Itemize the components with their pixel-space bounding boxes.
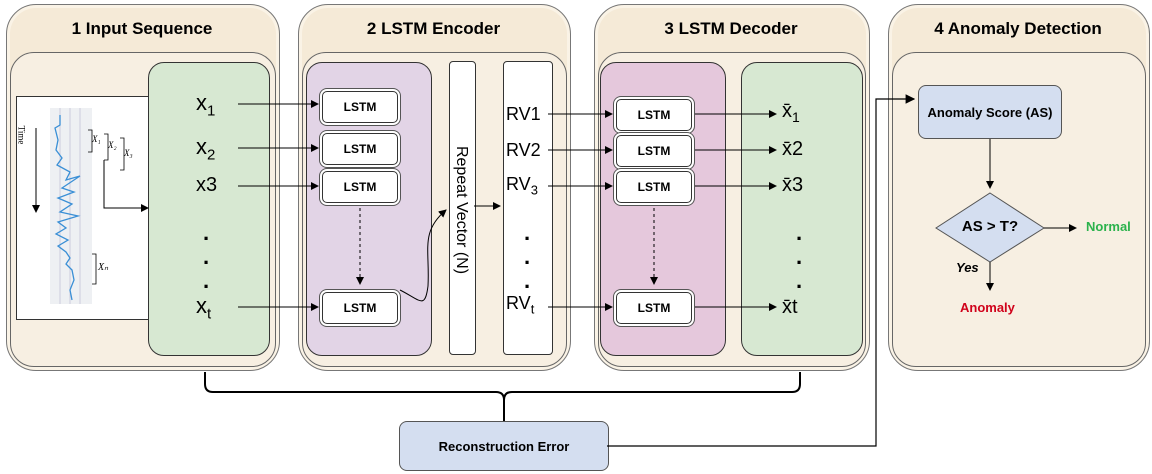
normal-label: Normal	[1086, 219, 1131, 234]
decoder-lstm-cell-t: LSTM	[616, 292, 692, 324]
output-x1-label: x̄1	[782, 100, 800, 125]
encoder-lstm-cell-2: LSTM	[322, 133, 398, 165]
anomaly-label: Anomaly	[960, 300, 1015, 315]
rv3-label: RV3	[506, 174, 538, 198]
decoder-lstm-cell-2: LSTM	[616, 135, 692, 167]
time-series-plot	[32, 108, 149, 304]
output-x1-sub: 1	[792, 109, 800, 125]
output-ellipsis-dot-2: .	[796, 244, 803, 269]
rv2-label: RV2	[506, 140, 541, 160]
rv-ellipsis-dot-3: .	[524, 268, 531, 293]
input-x1-label: x1	[196, 90, 215, 119]
input-x2-sub: 2	[207, 146, 216, 164]
output-ellipsis-dot-1: .	[796, 220, 803, 245]
lstm-decoder-title: 3 LSTM Decoder	[664, 19, 798, 38]
output-x3-label: x̄3	[782, 174, 804, 196]
rvt-label: RVt	[506, 293, 534, 317]
anomaly-detection-title: 4 Anomaly Detection	[934, 19, 1102, 38]
output-column	[741, 62, 863, 356]
input-ellipsis-dot-2: .	[203, 244, 210, 269]
input-xt-label: xt	[196, 293, 211, 322]
repeat-vector-output-column	[503, 61, 553, 355]
input-x1-sub: 1	[207, 102, 216, 120]
rv-ellipsis-dot-1: .	[524, 220, 531, 245]
input-x2-base: x	[196, 134, 207, 159]
output-ellipsis-dot-3: .	[796, 268, 803, 293]
rv-ellipsis-dot-2: .	[524, 244, 531, 269]
encoder-lstm-cell-1: LSTM	[322, 91, 398, 123]
reconstruction-error-box: Reconstruction Error	[399, 421, 609, 471]
output-x1-base: x̄	[782, 100, 792, 122]
lstm-encoder-title: 2 LSTM Encoder	[366, 19, 501, 38]
input-sequence-title: 1 Input Sequence	[71, 19, 213, 38]
rvt-sub: t	[530, 301, 535, 317]
inset-x2-label: X₂	[108, 140, 117, 150]
decision-label: AS > T?	[961, 218, 1019, 235]
decoder-lstm-cell-3: LSTM	[616, 171, 692, 203]
rv3-base: RV	[506, 174, 531, 194]
encoder-lstm-cell-3: LSTM	[322, 171, 398, 203]
repeat-vector-box	[449, 61, 476, 355]
input-xt-sub: t	[207, 305, 212, 323]
inset-x1-label: X₁	[92, 134, 101, 144]
rv1-label: RV1	[506, 104, 541, 124]
output-xt-label: x̄t	[782, 296, 798, 318]
inset-xn-label: Xₙ	[98, 262, 109, 273]
input-ellipsis-dot-1: .	[203, 220, 210, 245]
rv3-sub: 3	[530, 182, 538, 198]
inset-x3-label: X₃	[124, 148, 133, 158]
encoder-lstm-cell-t: LSTM	[322, 292, 398, 324]
yes-label: Yes	[956, 260, 979, 275]
anomaly-score-box: Anomaly Score (AS)	[918, 85, 1062, 139]
output-x2-label: x̄2	[782, 138, 804, 160]
input-x3-label: x3	[196, 174, 218, 196]
decoder-lstm-cell-1: LSTM	[616, 99, 692, 131]
input-x1-base: x	[196, 90, 207, 115]
rvt-base: RV	[506, 293, 531, 313]
input-xt-base: x	[196, 293, 207, 318]
input-x2-label: x2	[196, 134, 215, 163]
input-ellipsis-dot-3: .	[203, 268, 210, 293]
